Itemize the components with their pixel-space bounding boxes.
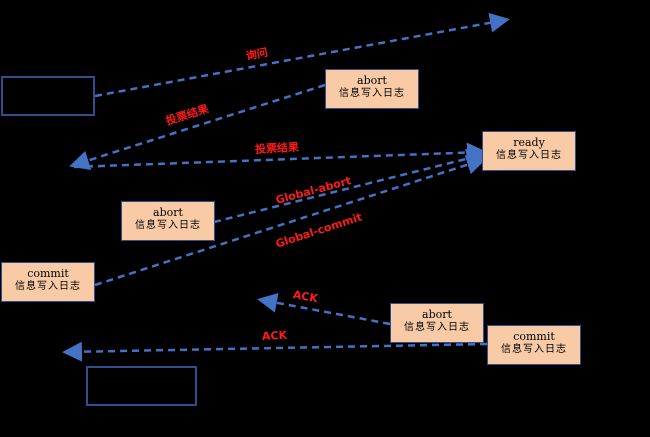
- ready-box: ready 信息写入日志: [482, 131, 576, 171]
- arrow-vote-abort: [69, 83, 326, 170]
- action-label: 信息写入日志: [135, 220, 201, 231]
- action-label: 信息写入日志: [339, 88, 405, 99]
- commit-box-left: commit 信息写入日志: [1, 262, 95, 302]
- label-vote-ready: 投票结果: [254, 140, 300, 156]
- state-label: abort: [153, 206, 183, 219]
- coordinator-box-top: [1, 76, 95, 116]
- state-label: commit: [513, 330, 555, 343]
- action-label: 信息写入日志: [15, 281, 81, 292]
- state-label: abort: [422, 308, 452, 321]
- abort-box-1: abort 信息写入日志: [325, 69, 419, 109]
- action-label: 信息写入日志: [496, 150, 562, 161]
- action-label: 信息写入日志: [501, 344, 567, 355]
- commit-box-right: commit 信息写入日志: [487, 325, 581, 365]
- arrow-global-abort: [213, 148, 487, 224]
- arrow-vote-ready: [73, 142, 487, 169]
- abort-box-2: abort 信息写入日志: [121, 201, 215, 241]
- coordinator-box-bottom: [86, 366, 197, 406]
- arrow-ack-abort: [257, 292, 391, 326]
- state-label: abort: [357, 74, 387, 87]
- label-ack-commit: ACK: [261, 328, 288, 343]
- arrow-global-commit: [94, 155, 487, 287]
- action-label: 信息写入日志: [404, 322, 470, 333]
- state-label: commit: [27, 267, 69, 280]
- arrow-query: [94, 12, 510, 98]
- abort-box-3: abort 信息写入日志: [390, 303, 484, 343]
- arrow-ack-commit: [62, 341, 488, 362]
- state-label: ready: [513, 136, 545, 149]
